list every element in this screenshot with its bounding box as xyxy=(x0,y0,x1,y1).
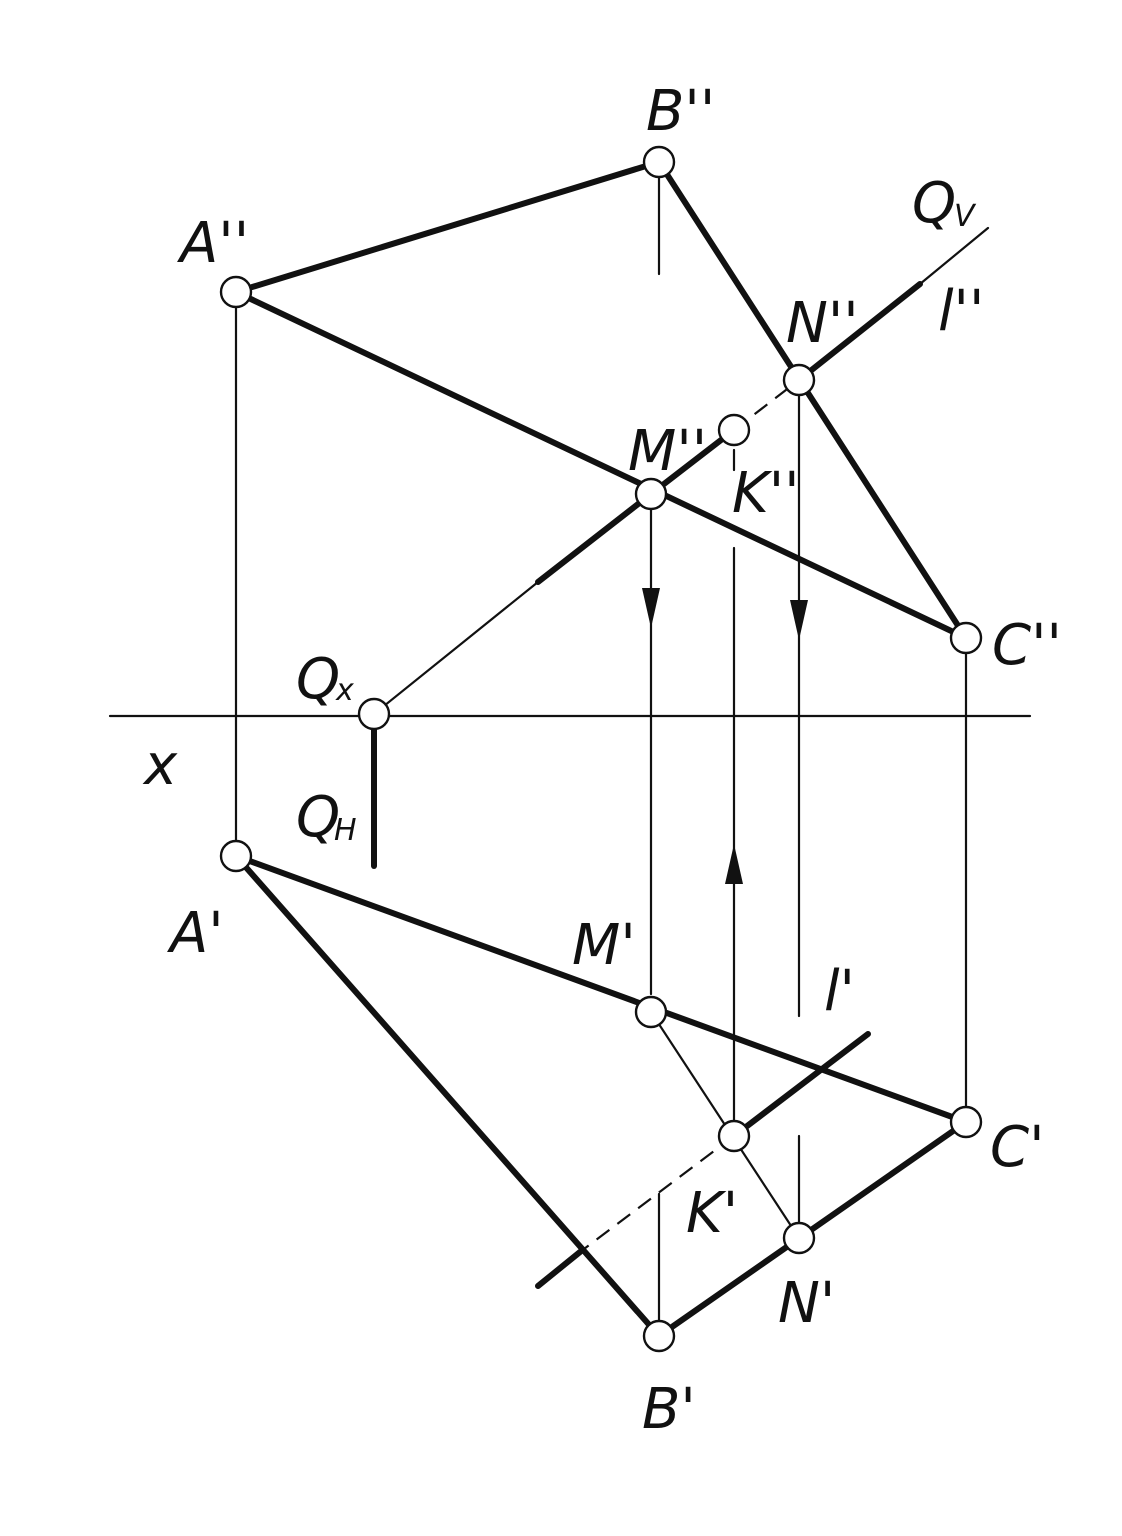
line-l1-thick-lower xyxy=(535,1249,583,1289)
edge-b2-c2 xyxy=(656,159,969,641)
point-b2 xyxy=(642,145,676,179)
trace-qv-thick-3 xyxy=(796,281,923,383)
edge-a2-b2 xyxy=(233,159,662,295)
label-m2: M'' xyxy=(628,419,707,484)
point-c1 xyxy=(949,1105,983,1139)
arrow-down-m xyxy=(642,588,660,628)
label-c1: C' xyxy=(990,1115,1045,1180)
label-qh: Q xyxy=(296,785,340,850)
label-x-axis: x xyxy=(142,733,178,798)
label-a2: A'' xyxy=(177,211,249,276)
label-qh-sub: H xyxy=(334,813,357,848)
edge-b1-c1 xyxy=(656,1119,969,1339)
label-l1: l' xyxy=(824,959,855,1024)
edge-a1-b1 xyxy=(233,853,662,1339)
label-qx: Q xyxy=(296,647,340,712)
label-qv-sub: V xyxy=(954,199,977,234)
line-l1-dashed xyxy=(579,1135,735,1253)
point-a1 xyxy=(219,839,253,873)
label-c2: C'' xyxy=(992,613,1062,678)
label-n1: N' xyxy=(778,1271,835,1336)
point-a2 xyxy=(219,275,253,309)
point-c2 xyxy=(949,621,983,655)
label-b1: B' xyxy=(642,1377,696,1442)
trace-qv-thick-2 xyxy=(648,427,737,497)
point-b1 xyxy=(642,1319,676,1353)
label-n2: N'' xyxy=(786,291,859,356)
point-n1 xyxy=(782,1221,816,1255)
label-k1: K' xyxy=(686,1181,738,1246)
arrow-up-k xyxy=(725,844,743,884)
trace-qv-line xyxy=(372,580,540,716)
label-m1: M' xyxy=(572,913,636,978)
trace-qv-thick-1 xyxy=(535,491,654,585)
label-l2: l'' xyxy=(938,279,984,344)
label-b2: B'' xyxy=(646,79,715,144)
edge-a2-c2 xyxy=(233,289,969,641)
point-n2 xyxy=(782,363,816,397)
line-l1-thick-upper xyxy=(731,1031,871,1139)
edge-a1-c1 xyxy=(233,853,969,1125)
point-k2 xyxy=(717,413,751,447)
point-m2 xyxy=(634,477,668,511)
label-qx-sub: x xyxy=(335,673,354,708)
point-m1 xyxy=(634,995,668,1029)
arrow-down-n xyxy=(790,600,808,640)
point-k1 xyxy=(717,1119,751,1153)
trace-qv-end xyxy=(918,226,990,286)
label-a1: A' xyxy=(167,901,224,966)
point-qx xyxy=(357,697,391,731)
label-qv: Q xyxy=(912,171,956,236)
label-k2: K'' xyxy=(732,461,800,526)
